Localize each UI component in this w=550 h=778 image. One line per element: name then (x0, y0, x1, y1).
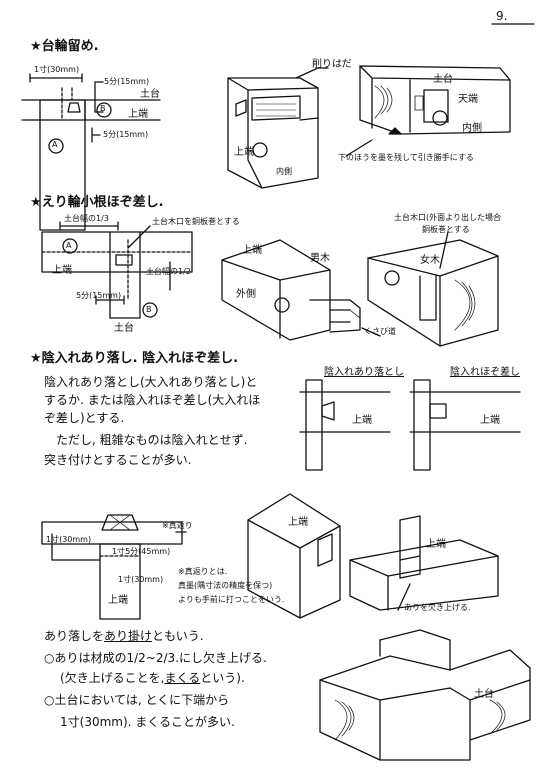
body5-line-3-post: という). (200, 671, 245, 685)
dim-1sun-b: 1寸(30mm) (118, 575, 164, 584)
label-dodai: 土台 (140, 89, 160, 100)
iso-label-uwaba-2: 上端 (242, 245, 262, 256)
label-dodai-2: 土台 (114, 323, 134, 334)
section-title-kageire: ★陰入れあり落し. 陰入れほぞ差し. (30, 351, 239, 366)
iso-label-naisoku: 内側 (462, 123, 482, 134)
body5-line-1-post: ともいう. (152, 629, 204, 643)
callout-doban-right-2: 銅板巻とする (422, 225, 470, 234)
mark-a: A (52, 140, 58, 149)
callout-doban-left: 土台木口を銅板巻とする (152, 217, 240, 226)
mark-b: B (100, 104, 106, 113)
fig-t-junction-iso (319, 629, 531, 761)
body5-line-3-pre: (欠き上げることを, (60, 671, 165, 685)
iso-label-uwaba: 上端 (234, 147, 254, 158)
fig-kageire-ari (299, 379, 391, 471)
fig-erikowa-plan (41, 221, 193, 319)
term-makuru: まくる (164, 671, 201, 685)
section-title-erikowa: ★えり輪小根ほぞ差し. (30, 195, 164, 210)
note-makaeri-3: よりも手前に打つことをいう. (178, 595, 285, 604)
dim-width-third: 土台幅の1/3 (64, 214, 109, 223)
body5-line-2: ○ありは材成の1/2~2/3.にし欠き上げる. (44, 651, 267, 665)
body-line-3: ぞ差し)とする. (44, 411, 125, 425)
fig-dairin-plan (21, 73, 161, 231)
dim-1sun: 1寸(30mm) (46, 535, 92, 544)
body5-line-4: ○土台においては, とくに下端から (44, 693, 230, 707)
fig-label-uwaba-a: 上端 (352, 415, 372, 426)
mark-b-2: B (146, 305, 152, 314)
body5-line-1-pre: あり落しを (44, 629, 105, 643)
fig-title-hozo: 陰入れほぞ差し (450, 367, 520, 378)
iso-label-uwaba-4: 上端 (426, 539, 446, 550)
page-number: 9. (496, 9, 508, 23)
fig-dairin-iso (227, 65, 511, 189)
fig-makaeri-iso-2 (349, 515, 499, 611)
iso-label-gaisoku: 外側 (236, 289, 256, 300)
body5-line-1: あり落しをあり掛けともいう. (44, 630, 204, 642)
iso-label-naisoku-2: 内側 (276, 167, 292, 176)
body5-line-3: (欠き上げることを,まくるという). (60, 672, 245, 684)
label-uwaba-2: 上端 (52, 265, 72, 276)
fig-erikowa-iso-female (367, 231, 499, 347)
body-line-1: 陰入れあり落とし(大入れあり落とし)と (44, 375, 258, 389)
note-makaeri-2: 真墨(隅寸法の精度を保つ) (178, 581, 273, 590)
iso-label-megi: 女木 (420, 255, 440, 266)
note-makaeri-1: ※真返りとは. (178, 567, 228, 576)
dim-1sun-5bu: 1寸5分(45mm) (112, 547, 171, 556)
fig-erikowa-iso-male (221, 239, 381, 341)
fig-title-ari: 陰入れあり落とし (324, 367, 404, 378)
dim-width-half: 土台幅の1/2 (146, 267, 191, 276)
body-line-2: するか. または陰入れほぞ差し(大入れほ (44, 393, 261, 407)
iso-label-tenba: 天端 (458, 94, 478, 105)
dim-5bu: 5分(15mm) (76, 291, 122, 300)
iso-label-dodai: 土台 (433, 74, 453, 85)
mark-makaeri: ※真返り (162, 521, 193, 530)
term-arikake: あり掛け (104, 629, 153, 643)
fig-makaeri-plan (41, 514, 187, 620)
body-line-4: ただし, 粗雑なものは陰入れとせず. (56, 433, 248, 447)
callout-kezurihada: 削りはだ (312, 59, 352, 70)
section-title-dairin: ★台輪留め. (30, 39, 99, 54)
mark-a-2: A (66, 241, 72, 250)
body5-line-5: 1寸(30mm). まくることが多い. (60, 715, 235, 729)
note-hikigatte: 下のほうを墨を残して引き勝手にする (338, 153, 474, 162)
dim-top-1sun: 1寸(30mm) (34, 65, 80, 74)
body-line-5: 突き付けとすることが多い. (44, 453, 192, 467)
dim-5bu-a: 5分(15mm) (104, 77, 150, 86)
iso-label-ogi: 男木 (310, 253, 330, 264)
callout-doban-right: 土台木口(外面より出した場合 (394, 213, 501, 222)
label-uwaba-3: 上端 (108, 595, 128, 606)
label-uwaba: 上端 (128, 109, 148, 120)
iso-label-uwaba-3: 上端 (288, 517, 308, 528)
fig-kageire-hozo (409, 379, 521, 471)
fig-makaeri-iso-1 (247, 493, 341, 619)
iso-label-dodai-2: 土台 (474, 689, 494, 700)
dim-5bu-b: 5分(15mm) (103, 130, 149, 139)
fig-label-uwaba-b: 上端 (480, 415, 500, 426)
callout-kakiageru: ありを欠き上げる. (404, 603, 471, 612)
iso-label-kusabi: くさび道 (364, 327, 396, 336)
